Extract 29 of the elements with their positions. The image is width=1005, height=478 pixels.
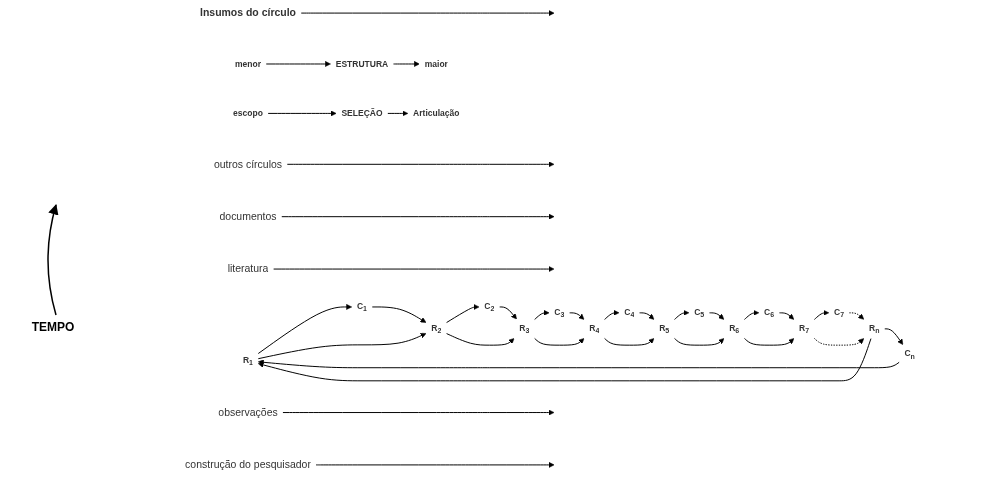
node-text: C$_{3}$ [554,307,565,319]
node-text: R$_{6}$ [729,323,740,335]
node-text: R$_{n}$ [869,323,880,335]
node-text: documentos [219,210,277,222]
node-text: R$_{5}$ [659,323,670,335]
node-text: C$_{7}$ [834,307,845,319]
node-text: construção do pesquisador [185,459,311,471]
node-text: C$_{5}$ [694,307,705,319]
node-text: Insumos do círculo [200,7,297,19]
time-label: TEMPO [31,320,75,334]
node-text: escopo [233,108,263,119]
node-text: C$_{1}$ [356,301,368,313]
node-text: R$_{4}$ [589,323,600,335]
node-text: outros círculos [213,158,283,170]
node-text: R$_{3}$ [519,323,530,335]
node-text: C$_{4}$ [624,307,635,319]
node-text: menor [235,58,262,69]
node-text: maior [424,58,448,69]
node-text: R$_{1}$ [242,355,254,367]
node-text: Articulação [413,108,460,119]
node-text: R$_{2}$ [431,323,442,335]
node-text: literatura [227,263,269,275]
node-text: C$_{6}$ [764,307,775,319]
node-text: SELEÇÃO [341,108,383,119]
node-text: ESTRUTURA [335,58,389,69]
node-text: observações [218,406,278,418]
node-text: C$_{2}$ [484,301,495,313]
node-text: C$_{n}$ [904,348,915,361]
node-text: R$_{7}$ [799,323,810,335]
